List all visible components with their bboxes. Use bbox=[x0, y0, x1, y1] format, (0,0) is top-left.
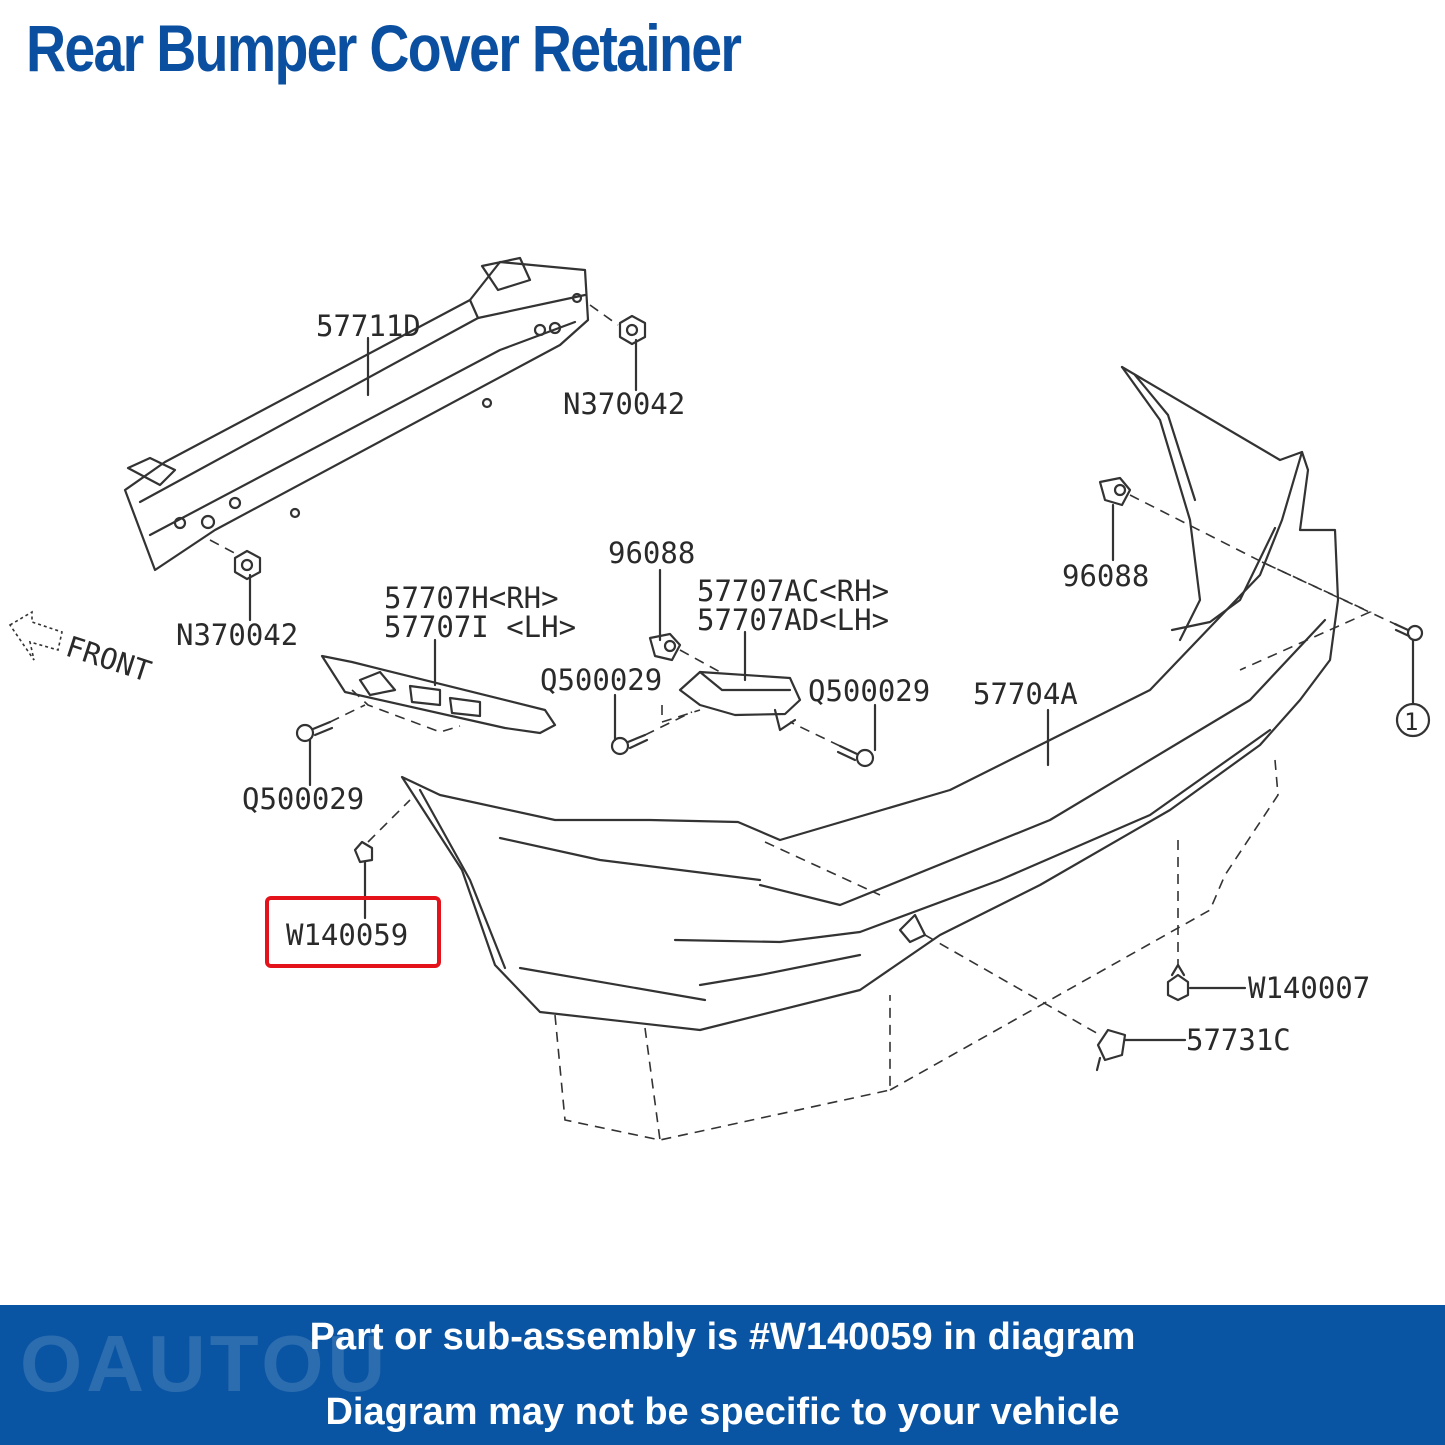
label-q500029-right: Q500029 bbox=[808, 674, 930, 708]
label-q500029-center: Q500029 bbox=[540, 663, 662, 697]
label-96088-right: 96088 bbox=[1062, 559, 1149, 593]
parts-diagram: FRONT 57711D N370042 N370042 57707H<RH> … bbox=[8, 256, 1431, 1141]
label-57707i: 57707I <LH> bbox=[384, 610, 576, 644]
bumper-cover bbox=[400, 365, 1340, 1032]
watermark-logo: OAUTOU bbox=[20, 1319, 390, 1408]
label-q500029-left: Q500029 bbox=[242, 782, 364, 816]
front-arrow-icon bbox=[8, 610, 63, 661]
label-57707ad: 57707AD<LH> bbox=[697, 603, 889, 637]
label-57704a: 57704A bbox=[973, 677, 1078, 711]
cap-57731c-icon bbox=[1095, 1028, 1127, 1072]
clip-96088-center-icon bbox=[648, 632, 682, 662]
info-banner: OAUTOU Part or sub-assembly is #W140059 … bbox=[0, 1305, 1445, 1445]
clip-96088-right-icon bbox=[1098, 476, 1132, 507]
label-96088-center: 96088 bbox=[608, 536, 695, 570]
nut-left-icon bbox=[233, 549, 262, 581]
label-57707h: 57707H<RH> bbox=[384, 581, 559, 615]
label-n370042-left: N370042 bbox=[176, 618, 298, 652]
nut-right-icon bbox=[618, 314, 647, 346]
label-57731c: 57731C bbox=[1186, 1023, 1291, 1057]
label-57711d: 57711D bbox=[316, 309, 421, 343]
bolt-far-right-icon bbox=[1393, 622, 1424, 642]
label-ref-1: 1 bbox=[1404, 708, 1418, 736]
page-title: Rear Bumper Cover Retainer bbox=[26, 11, 742, 85]
front-label: FRONT bbox=[62, 629, 156, 688]
support-center bbox=[678, 670, 802, 732]
banner-line-1: Part or sub-assembly is #W140059 in diag… bbox=[309, 1316, 1136, 1358]
screw-center-icon bbox=[610, 733, 649, 756]
label-w140059: W140059 bbox=[286, 918, 408, 952]
clip-w140059-icon bbox=[353, 840, 374, 864]
reinforcement-beam bbox=[123, 256, 590, 572]
label-w140007: W140007 bbox=[1248, 971, 1370, 1005]
clip-w140007-icon bbox=[1166, 963, 1190, 1002]
screw-left-icon bbox=[295, 720, 334, 743]
banner-line-2: Diagram may not be specific to your vehi… bbox=[325, 1391, 1120, 1433]
highlight-box-w140059 bbox=[265, 896, 441, 968]
label-57707ac: 57707AC<RH> bbox=[697, 574, 889, 608]
label-n370042-right: N370042 bbox=[563, 387, 685, 421]
bracket-left bbox=[320, 654, 557, 735]
screw-right-icon bbox=[836, 744, 875, 768]
